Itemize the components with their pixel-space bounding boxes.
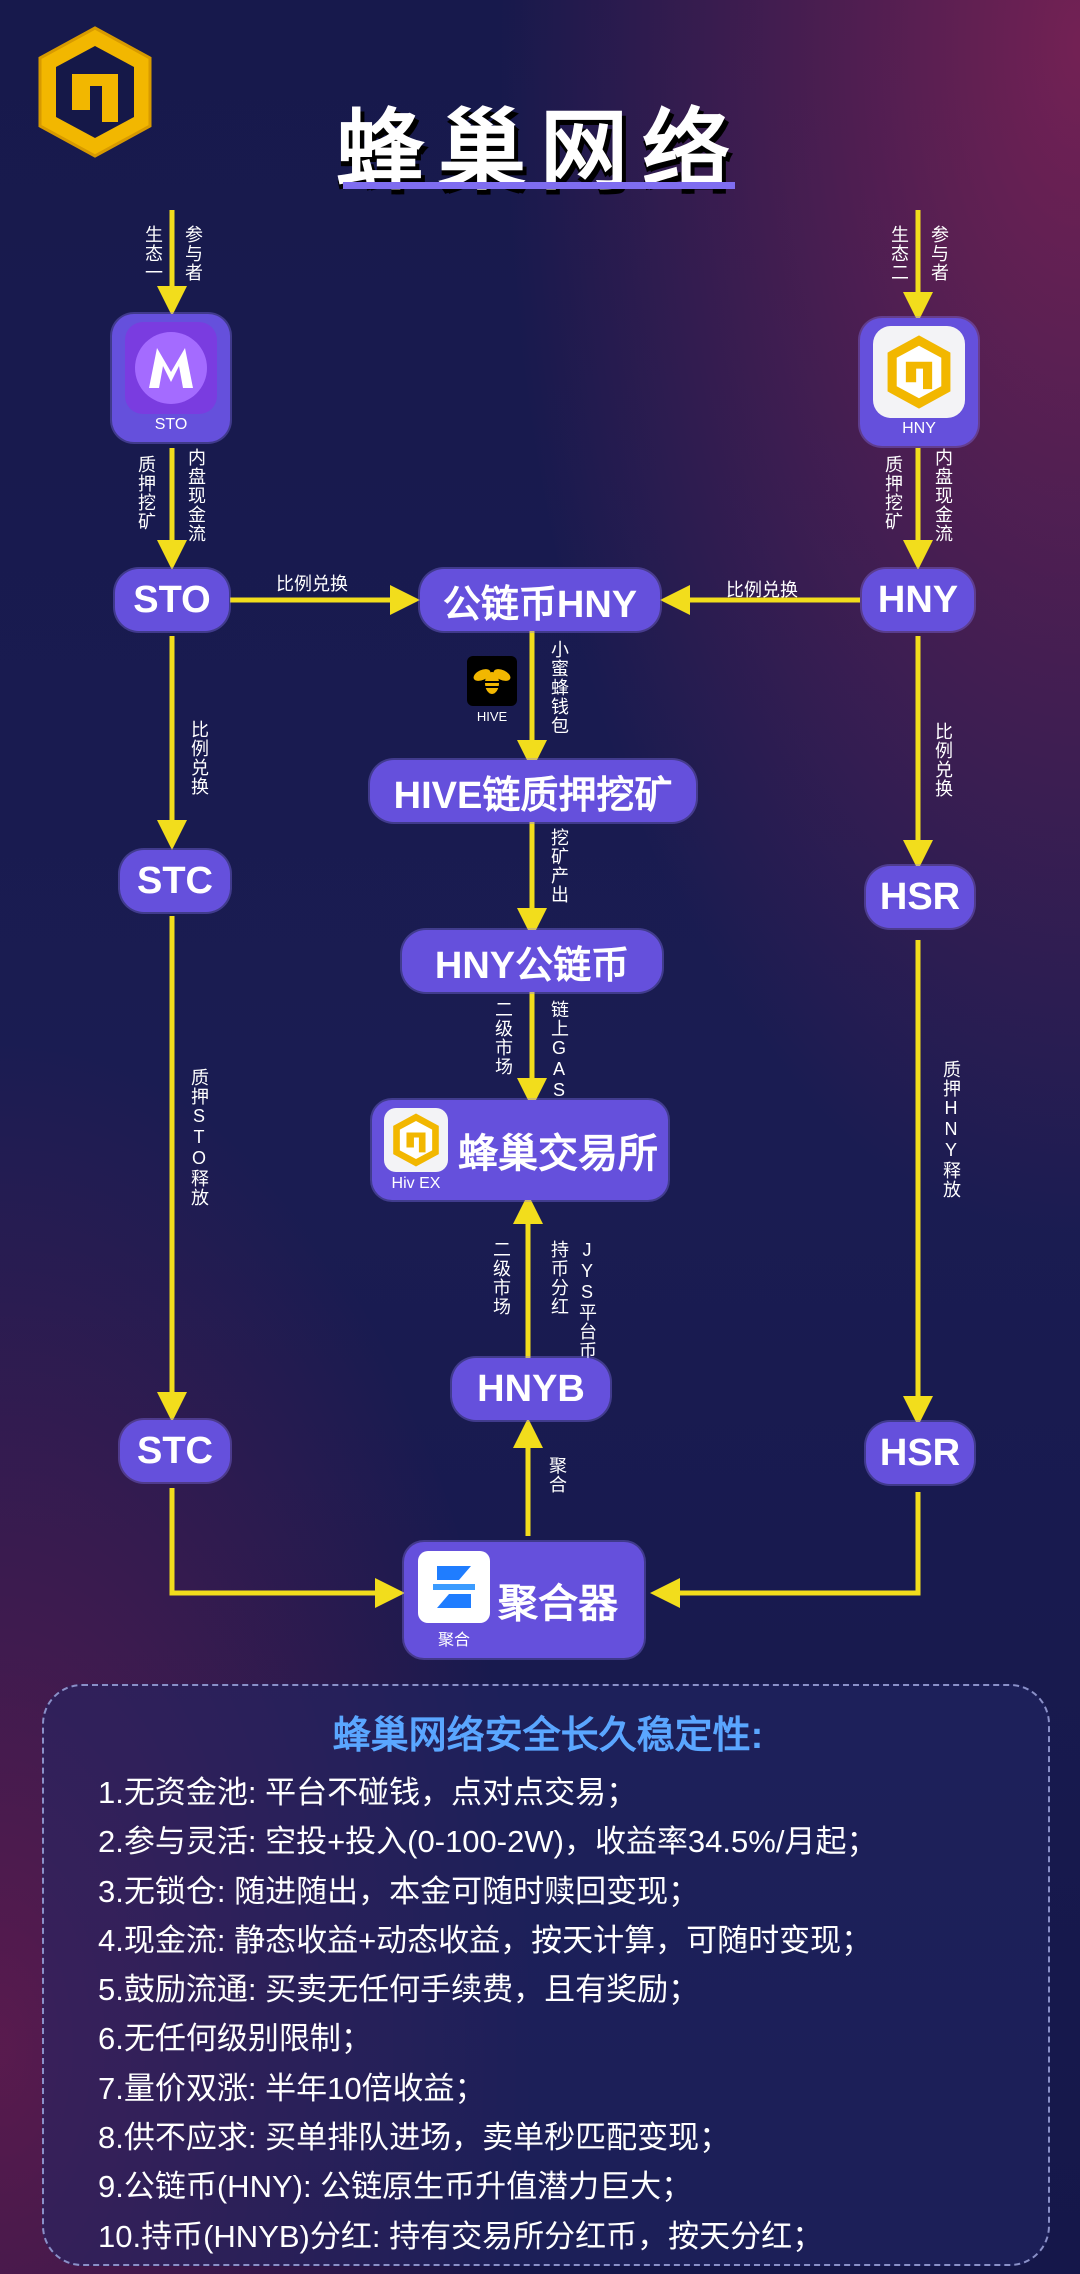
node-sto[interactable]: STO [115, 569, 229, 631]
label-stake-mining-right: 质押挖矿 [883, 455, 903, 531]
info-item: 2.参与灵活: 空投+投入(0-100-2W)，收益率34.5%/月起； [98, 1824, 878, 1860]
node-hny-coin[interactable]: HNY公链币 [402, 930, 662, 992]
node-hnyb[interactable]: HNYB [452, 1358, 610, 1420]
label-mining-output: 挖矿产出 [549, 828, 569, 904]
label-ratio-exchange-right: 比例兑换 [726, 580, 798, 600]
label-stake-hny-release: 质押HNY释放 [941, 1060, 961, 1199]
hny-app-caption: HNY [902, 420, 936, 437]
hny-app-icon [873, 326, 965, 418]
hive-exchange-icon [384, 1107, 448, 1172]
stability-info-box: 蜂巢网络安全长久稳定性: 1.无资金池: 平台不碰钱，点对点交易； 2.参与灵活… [42, 1684, 1050, 2266]
info-item: 3.无锁仓: 随进随出，本金可随时赎回变现； [98, 1873, 700, 1909]
label-participant-left: 参与者 [183, 225, 203, 282]
label-cashflow-left: 内盘现金流 [186, 448, 206, 543]
label-ratio-exchange-left: 比例兑换 [276, 574, 348, 594]
sto-app-tile[interactable]: STO [112, 314, 230, 442]
label-stake-sto-release: 质押STO释放 [189, 1068, 209, 1207]
info-title: 蜂巢网络安全长久稳定性: [332, 1715, 764, 1757]
info-list: 1.无资金池: 平台不碰钱，点对点交易； 2.参与灵活: 空投+投入(0-100… [98, 1768, 877, 2261]
info-item: 4.现金流: 静态收益+动态收益，按天计算，可随时变现； [98, 1922, 873, 1958]
node-hsr-bottom[interactable]: HSR [866, 1422, 974, 1484]
info-item: 6.无任何级别限制； [98, 2021, 372, 2057]
info-item: 9.公链币(HNY): 公链原生币升值潜力巨大； [98, 2169, 693, 2205]
label-secondary-market-1: 二级市场 [493, 1000, 513, 1076]
node-stc-bottom[interactable]: STC [120, 1420, 230, 1482]
info-item: 1.无资金池: 平台不碰钱，点对点交易； [98, 1775, 638, 1810]
info-item: 5.鼓励流通: 买卖无任何手续费，且有奖励； [98, 1972, 700, 2008]
label-hold-dividend: 持币分红 [549, 1240, 569, 1316]
aggregator-icon [418, 1550, 490, 1623]
node-exchange[interactable]: Hiv EX 蜂巢交易所 [372, 1100, 668, 1200]
label-ratio-exchange-sto: 比例兑换 [189, 720, 209, 796]
aggregator-caption: 聚合 [437, 1631, 470, 1649]
label-aggregate: 聚合 [547, 1456, 567, 1494]
node-hny-chain-coin[interactable]: 公链币HNY [420, 569, 660, 631]
hny-app-tile[interactable]: HNY [860, 318, 978, 446]
node-hny[interactable]: HNY [862, 569, 974, 631]
sto-app-icon [125, 322, 217, 414]
label-gas-fee: 链上GAS费 [549, 1000, 569, 1120]
aggregator-name: 聚合器 [498, 1582, 618, 1626]
info-item: 8.供不应求: 买单排队进场，卖单秒匹配变现； [98, 2120, 731, 2156]
hive-wallet-caption: HIVE [476, 709, 508, 724]
bee-icon [467, 656, 517, 706]
label-secondary-market-2: 二级市场 [491, 1240, 511, 1316]
arrow-hsr-to-aggregator [650, 1492, 921, 1608]
hive-logo-icon [38, 26, 152, 158]
aggregator-logo: 聚合 [418, 1550, 490, 1650]
label-eco1: 生态一 [143, 225, 163, 282]
title-underline [343, 182, 735, 189]
label-bee-wallet: 小蜜蜂钱包 [549, 640, 569, 735]
node-stc-top[interactable]: STC [120, 850, 230, 912]
info-item: 10.持币(HNYB)分红: 持有交易所分红币，按天分红； [98, 2218, 824, 2254]
exchange-caption: Hiv EX [391, 1174, 441, 1192]
arrow-stc-to-aggregator [169, 1488, 405, 1608]
node-hsr-top[interactable]: HSR [866, 866, 974, 928]
label-ratio-exchange-hny: 比例兑换 [933, 722, 953, 798]
node-hive-mining[interactable]: HIVE链质押挖矿 [370, 760, 696, 822]
label-participant-right: 参与者 [929, 225, 949, 282]
sto-app-caption: STO [154, 416, 188, 433]
label-cashflow-right: 内盘现金流 [933, 448, 953, 543]
exchange-name: 蜂巢交易所 [458, 1132, 658, 1176]
hive-wallet[interactable]: HIVE [462, 656, 522, 732]
label-eco2: 生态二 [889, 225, 909, 282]
label-stake-mining-left: 质押挖矿 [136, 455, 156, 531]
info-item: 7.量价双涨: 半年10倍收益； [98, 2070, 486, 2106]
node-aggregator[interactable]: 聚合 聚合器 [404, 1542, 644, 1658]
label-jys-platform-coin: JYS平台币 [577, 1240, 597, 1360]
exchange-logo: Hiv EX [384, 1107, 448, 1193]
